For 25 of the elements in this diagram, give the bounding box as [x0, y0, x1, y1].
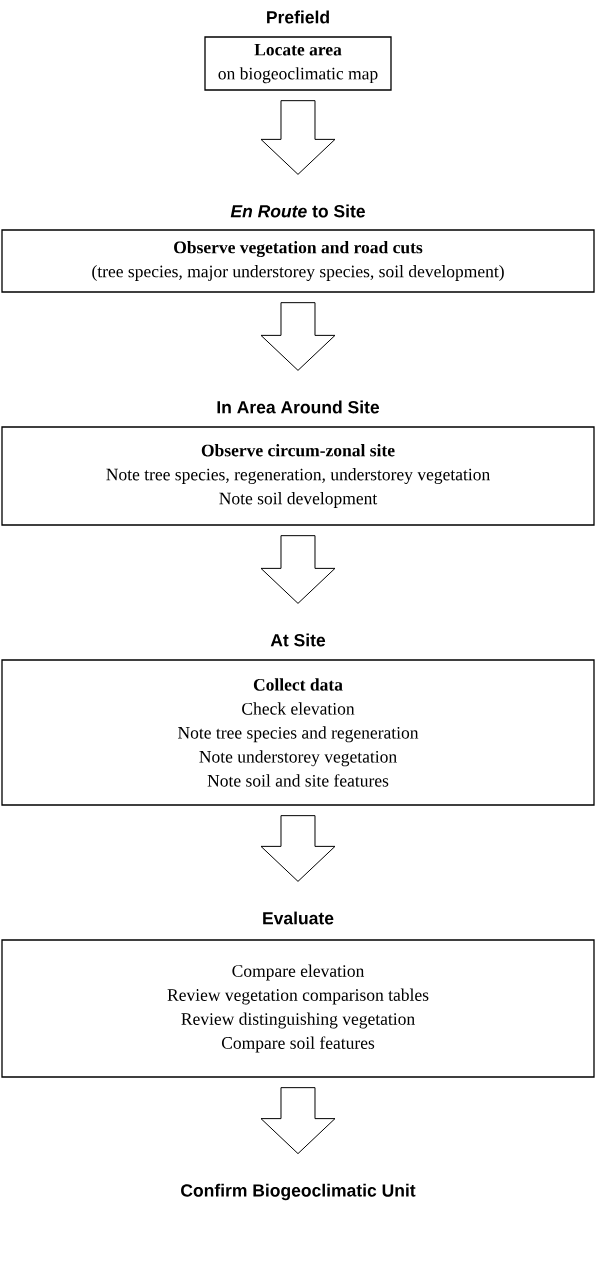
node-label: Collect data: [253, 678, 343, 691]
block-arrow: [260, 1087, 336, 1155]
heading: In Area Around Site: [217, 400, 380, 414]
heading: Prefield: [267, 10, 329, 24]
step-box: Observe circum-zonal site Note tree species, regeneration, understorey vegetation Note soil development: [1, 426, 595, 526]
node-label: Note tree species and regeneration: [178, 726, 419, 743]
block-arrow: [260, 815, 336, 882]
node-label: Check elevation: [242, 702, 355, 715]
step-box: Locate area on biogeoclimatic map: [204, 36, 392, 91]
step-box: Collect data Check elevation Note tree species and regeneration Note understorey vegetation Note soil and site features: [1, 659, 595, 806]
node-label: Compare elevation: [232, 964, 365, 981]
heading: At Site: [270, 633, 326, 647]
heading: En Route to Site: [230, 204, 365, 218]
node-label: Review distinguishing vegetation: [181, 1012, 415, 1029]
block-arrow: [260, 535, 336, 604]
node-label: Note soil and site features: [207, 774, 389, 787]
step-box: Compare elevation Review vegetation comparison tables Review distinguishing vegetation Compare soil features: [1, 939, 595, 1078]
block-arrow: [260, 100, 336, 175]
step-box: Observe vegetation and road cuts (tree species, major understorey species, soil development): [1, 229, 595, 293]
node-label: Review vegetation comparison tables: [167, 988, 429, 1005]
node-label: Compare soil features: [221, 1036, 375, 1053]
heading: Evaluate: [263, 911, 334, 925]
block-arrow: [260, 302, 336, 371]
node-label: Note understorey vegetation: [199, 750, 397, 767]
heading: Confirm Biogeoclimatic Unit: [181, 1183, 416, 1201]
